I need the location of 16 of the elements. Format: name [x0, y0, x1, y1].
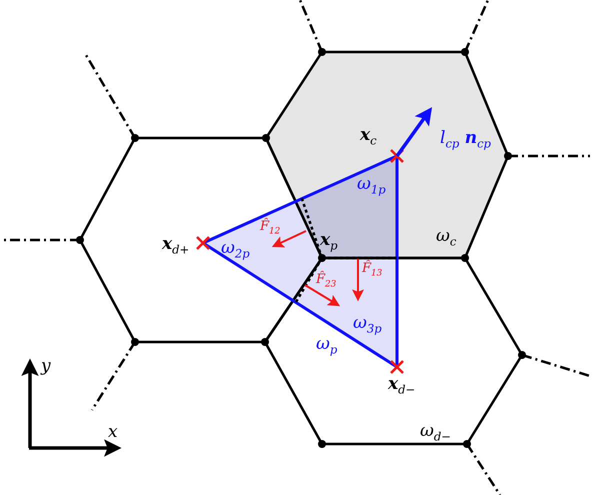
- math-label: x$_{p}$: [320, 232, 338, 252]
- math-label: ω$_{2p}$: [221, 240, 250, 260]
- math-label: x$_{c}$: [360, 127, 377, 147]
- math-label: x$_{d+}$: [162, 236, 190, 256]
- math-label: ω$_{1p}$: [357, 176, 386, 196]
- math-label: F̂$_{23}$: [316, 273, 336, 290]
- math-label: ω$_{3p}$: [353, 315, 382, 335]
- math-label: ω$_{d−}$: [420, 423, 451, 443]
- math-label: ω$_{p}$: [316, 336, 338, 356]
- math-label: y: [41, 358, 51, 375]
- math-label: x$_{d−}$: [388, 376, 416, 396]
- math-label: x: [108, 424, 118, 441]
- math-label: F̂$_{12}$: [260, 220, 280, 236]
- math-label: F̂$_{13}$: [362, 262, 382, 278]
- math-label: ω$_{c}$: [436, 228, 456, 248]
- math-label: l$_{cp}$ n$_{cp}$: [440, 130, 491, 150]
